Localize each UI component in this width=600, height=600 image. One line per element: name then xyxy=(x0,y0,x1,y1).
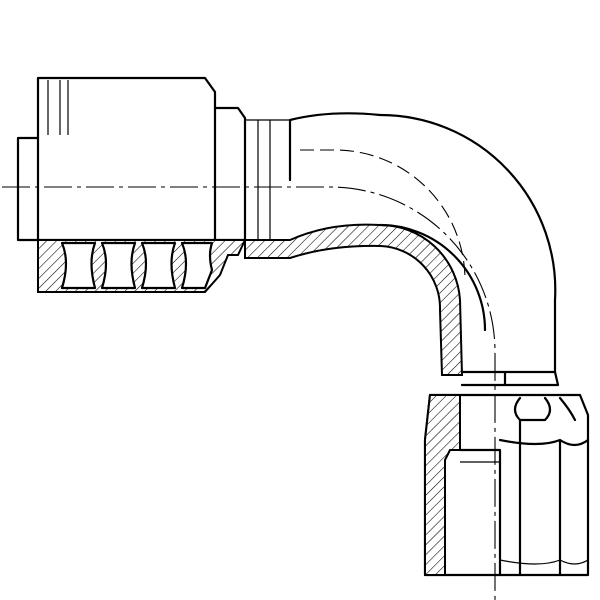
elbow-outer xyxy=(288,112,557,374)
nut-neck xyxy=(460,370,560,387)
nut-bore xyxy=(458,448,502,577)
ferrule-serrations xyxy=(60,241,214,290)
hex-chamfer xyxy=(499,559,589,565)
hex-flat xyxy=(498,396,590,577)
elbow-section xyxy=(244,223,464,376)
centerline xyxy=(2,186,496,600)
hose-stub xyxy=(16,136,40,242)
hidden-bore xyxy=(300,149,466,281)
nut-section xyxy=(424,394,461,576)
elbow-bore xyxy=(378,223,487,332)
